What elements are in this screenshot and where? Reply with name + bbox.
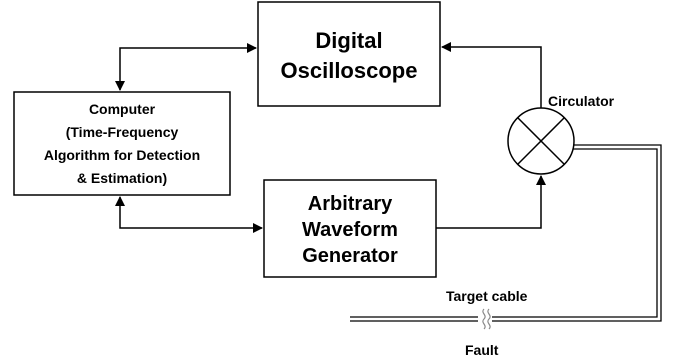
circulator	[507, 107, 575, 175]
oscilloscope-label-line-2: Oscilloscope	[281, 58, 418, 83]
computer-label-line-2: (Time-Frequency	[66, 124, 179, 140]
fault-label: Fault	[465, 342, 499, 358]
computer-oscilloscope-connector	[115, 43, 257, 91]
computer-label-line-1: Computer	[89, 101, 156, 117]
awg-label-line-1: Arbitrary	[308, 193, 393, 215]
awg-label-line-2: Waveform	[302, 219, 398, 241]
computer-label-line-3: Algorithm for Detection	[44, 147, 200, 163]
computer-label-line-4: & Estimation)	[77, 170, 167, 186]
fault-marker	[482, 308, 491, 330]
target-cable-label: Target cable	[446, 288, 528, 304]
oscilloscope-block: Digital Oscilloscope	[257, 1, 441, 107]
target-cable	[350, 144, 662, 322]
circulator-label: Circulator	[548, 93, 615, 109]
awg-block: Arbitrary Waveform Generator	[263, 179, 437, 278]
circulator-oscilloscope-connector	[441, 42, 542, 108]
oscilloscope-label-line-1: Digital	[315, 28, 382, 53]
awg-circulator-connector	[436, 175, 546, 229]
awg-label-line-3: Generator	[302, 245, 398, 267]
computer-awg-connector	[115, 196, 263, 233]
computer-block: Computer (Time-Frequency Algorithm for D…	[13, 91, 231, 196]
